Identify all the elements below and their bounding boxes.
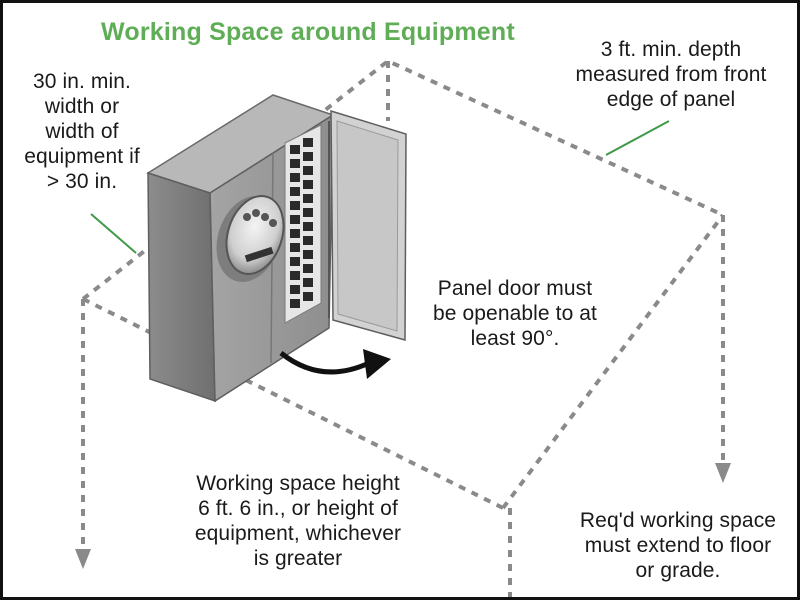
- down-arrowhead-left: [75, 549, 91, 569]
- door-swing-arrow: [279, 351, 371, 375]
- space-top-right-edge: [501, 213, 725, 510]
- down-arrowhead-right: [715, 463, 731, 483]
- diagram-title: Working Space around Equipment: [101, 18, 515, 46]
- depth-requirement-label: 3 ft. min. depth measured from front edg…: [575, 38, 767, 111]
- panel-left-side: [147, 171, 216, 403]
- floor-extent-label: Req'd working space must extend to floor…: [579, 509, 777, 582]
- door-swing-arrowhead: [363, 349, 391, 379]
- width-leader-line: [90, 213, 137, 254]
- electrical-panel: [146, 94, 407, 403]
- width-requirement-label: 30 in. min. width or width of equipment …: [24, 70, 140, 193]
- electric-meter: [216, 195, 285, 282]
- height-requirement-label: Working space height 6 ft. 6 in., or hei…: [194, 472, 402, 570]
- working-space-illustration: [75, 58, 731, 597]
- breaker-switches: [290, 138, 313, 308]
- door-swing-label: Panel door must be openable to at least …: [432, 277, 597, 350]
- depth-leader-line: [605, 120, 670, 156]
